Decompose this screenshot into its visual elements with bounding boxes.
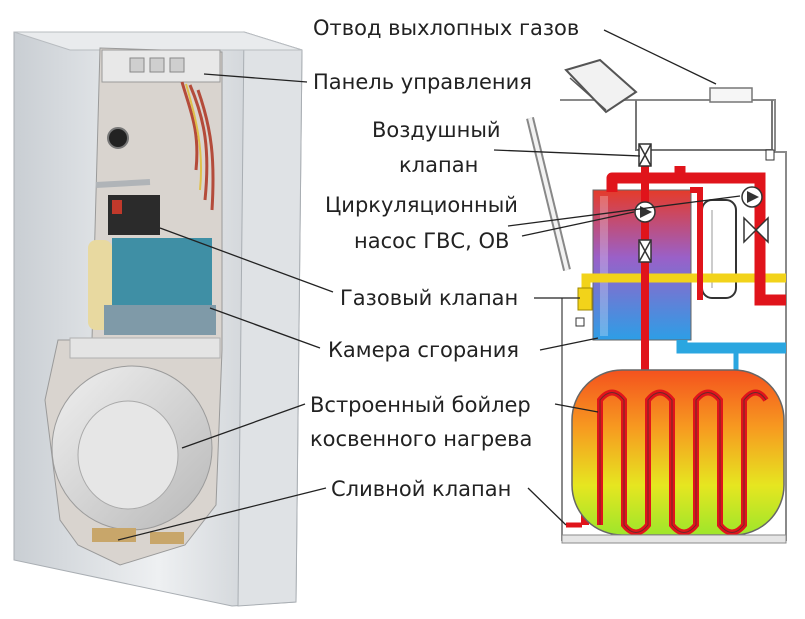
thermometer-photo [107, 127, 129, 149]
label-air-valve: Воздушный [372, 118, 501, 142]
burner-tray-photo [104, 305, 216, 335]
heating-coil-shadow [599, 392, 767, 533]
leader-combustion-right [539, 337, 599, 351]
gas-valve-photo-part [112, 200, 122, 214]
leader-exhaust [603, 29, 717, 85]
leader-lines [117, 29, 741, 541]
label-built-in-boiler: косвенного нагрева [310, 427, 532, 451]
draft-hood [564, 58, 638, 114]
hot-water-pipe [754, 200, 786, 306]
control-panel-knob [129, 57, 145, 73]
tank-highlight [600, 196, 608, 336]
leader-control-panel [203, 73, 308, 83]
boiler-cabinet-photo [13, 31, 303, 607]
leader-drain-right [527, 487, 567, 526]
label-gas-valve: Газовый клапан [340, 286, 518, 310]
drain-valve-photo [150, 532, 184, 544]
leader-air-valve [493, 149, 641, 157]
drain-valve-photo [92, 528, 136, 542]
gas-valve-symbol [577, 287, 593, 311]
label-combustion-chamber: Камера сгорания [328, 338, 519, 362]
combustion-chamber-photo [112, 238, 212, 308]
flue-pipe [709, 87, 753, 103]
leader-drain-left [117, 487, 327, 541]
flue-duct [635, 100, 773, 151]
cold-water-pipe [676, 340, 786, 354]
boiler-schematic [526, 58, 787, 544]
gas-pipe-photo [95, 179, 151, 188]
label-exhaust: Отвод выхлопных газов [313, 16, 579, 40]
wiring [180, 81, 215, 211]
air-valve-icon [638, 143, 652, 167]
leader-gas-valve-left [159, 227, 334, 293]
leader-pump-1 [507, 195, 741, 227]
hot-water-pipe [690, 187, 703, 300]
label-air-valve: клапан [399, 153, 478, 177]
label-control-panel: Панель управления [313, 70, 532, 94]
cabinet-side [237, 31, 303, 607]
sensor-icon [765, 149, 775, 161]
label-circulation-pump: Циркуляционный [325, 193, 518, 217]
label-built-in-boiler: Встроенный бойлер [310, 393, 531, 417]
valve-icon [743, 216, 769, 244]
leader-boiler-right [554, 403, 599, 413]
expansion-tank [701, 199, 737, 299]
draft-hood-line [569, 77, 607, 111]
control-panel-knob [169, 57, 185, 73]
side-rod-inner [528, 117, 569, 271]
leader-pump-2 [521, 211, 635, 237]
leader-boiler-left [181, 403, 306, 449]
labels: Отвод выхлопных газов Панель управления … [310, 16, 579, 501]
schematic-base [561, 534, 787, 544]
circulation-pump-icon [634, 201, 656, 223]
leader-combustion-left [209, 307, 321, 349]
cabinet-top [13, 31, 303, 51]
label-drain-valve: Сливной клапан [331, 477, 511, 501]
shelf-photo [69, 337, 221, 359]
label-circulation-pump: насос ГВС, ОВ [354, 229, 509, 253]
sensor-icon [575, 317, 585, 327]
wiring [185, 83, 203, 191]
boiler-tank-lid [77, 400, 179, 510]
circulation-pump-icon [741, 186, 763, 208]
valve-icon [638, 239, 652, 263]
control-panel-knob [149, 57, 165, 73]
